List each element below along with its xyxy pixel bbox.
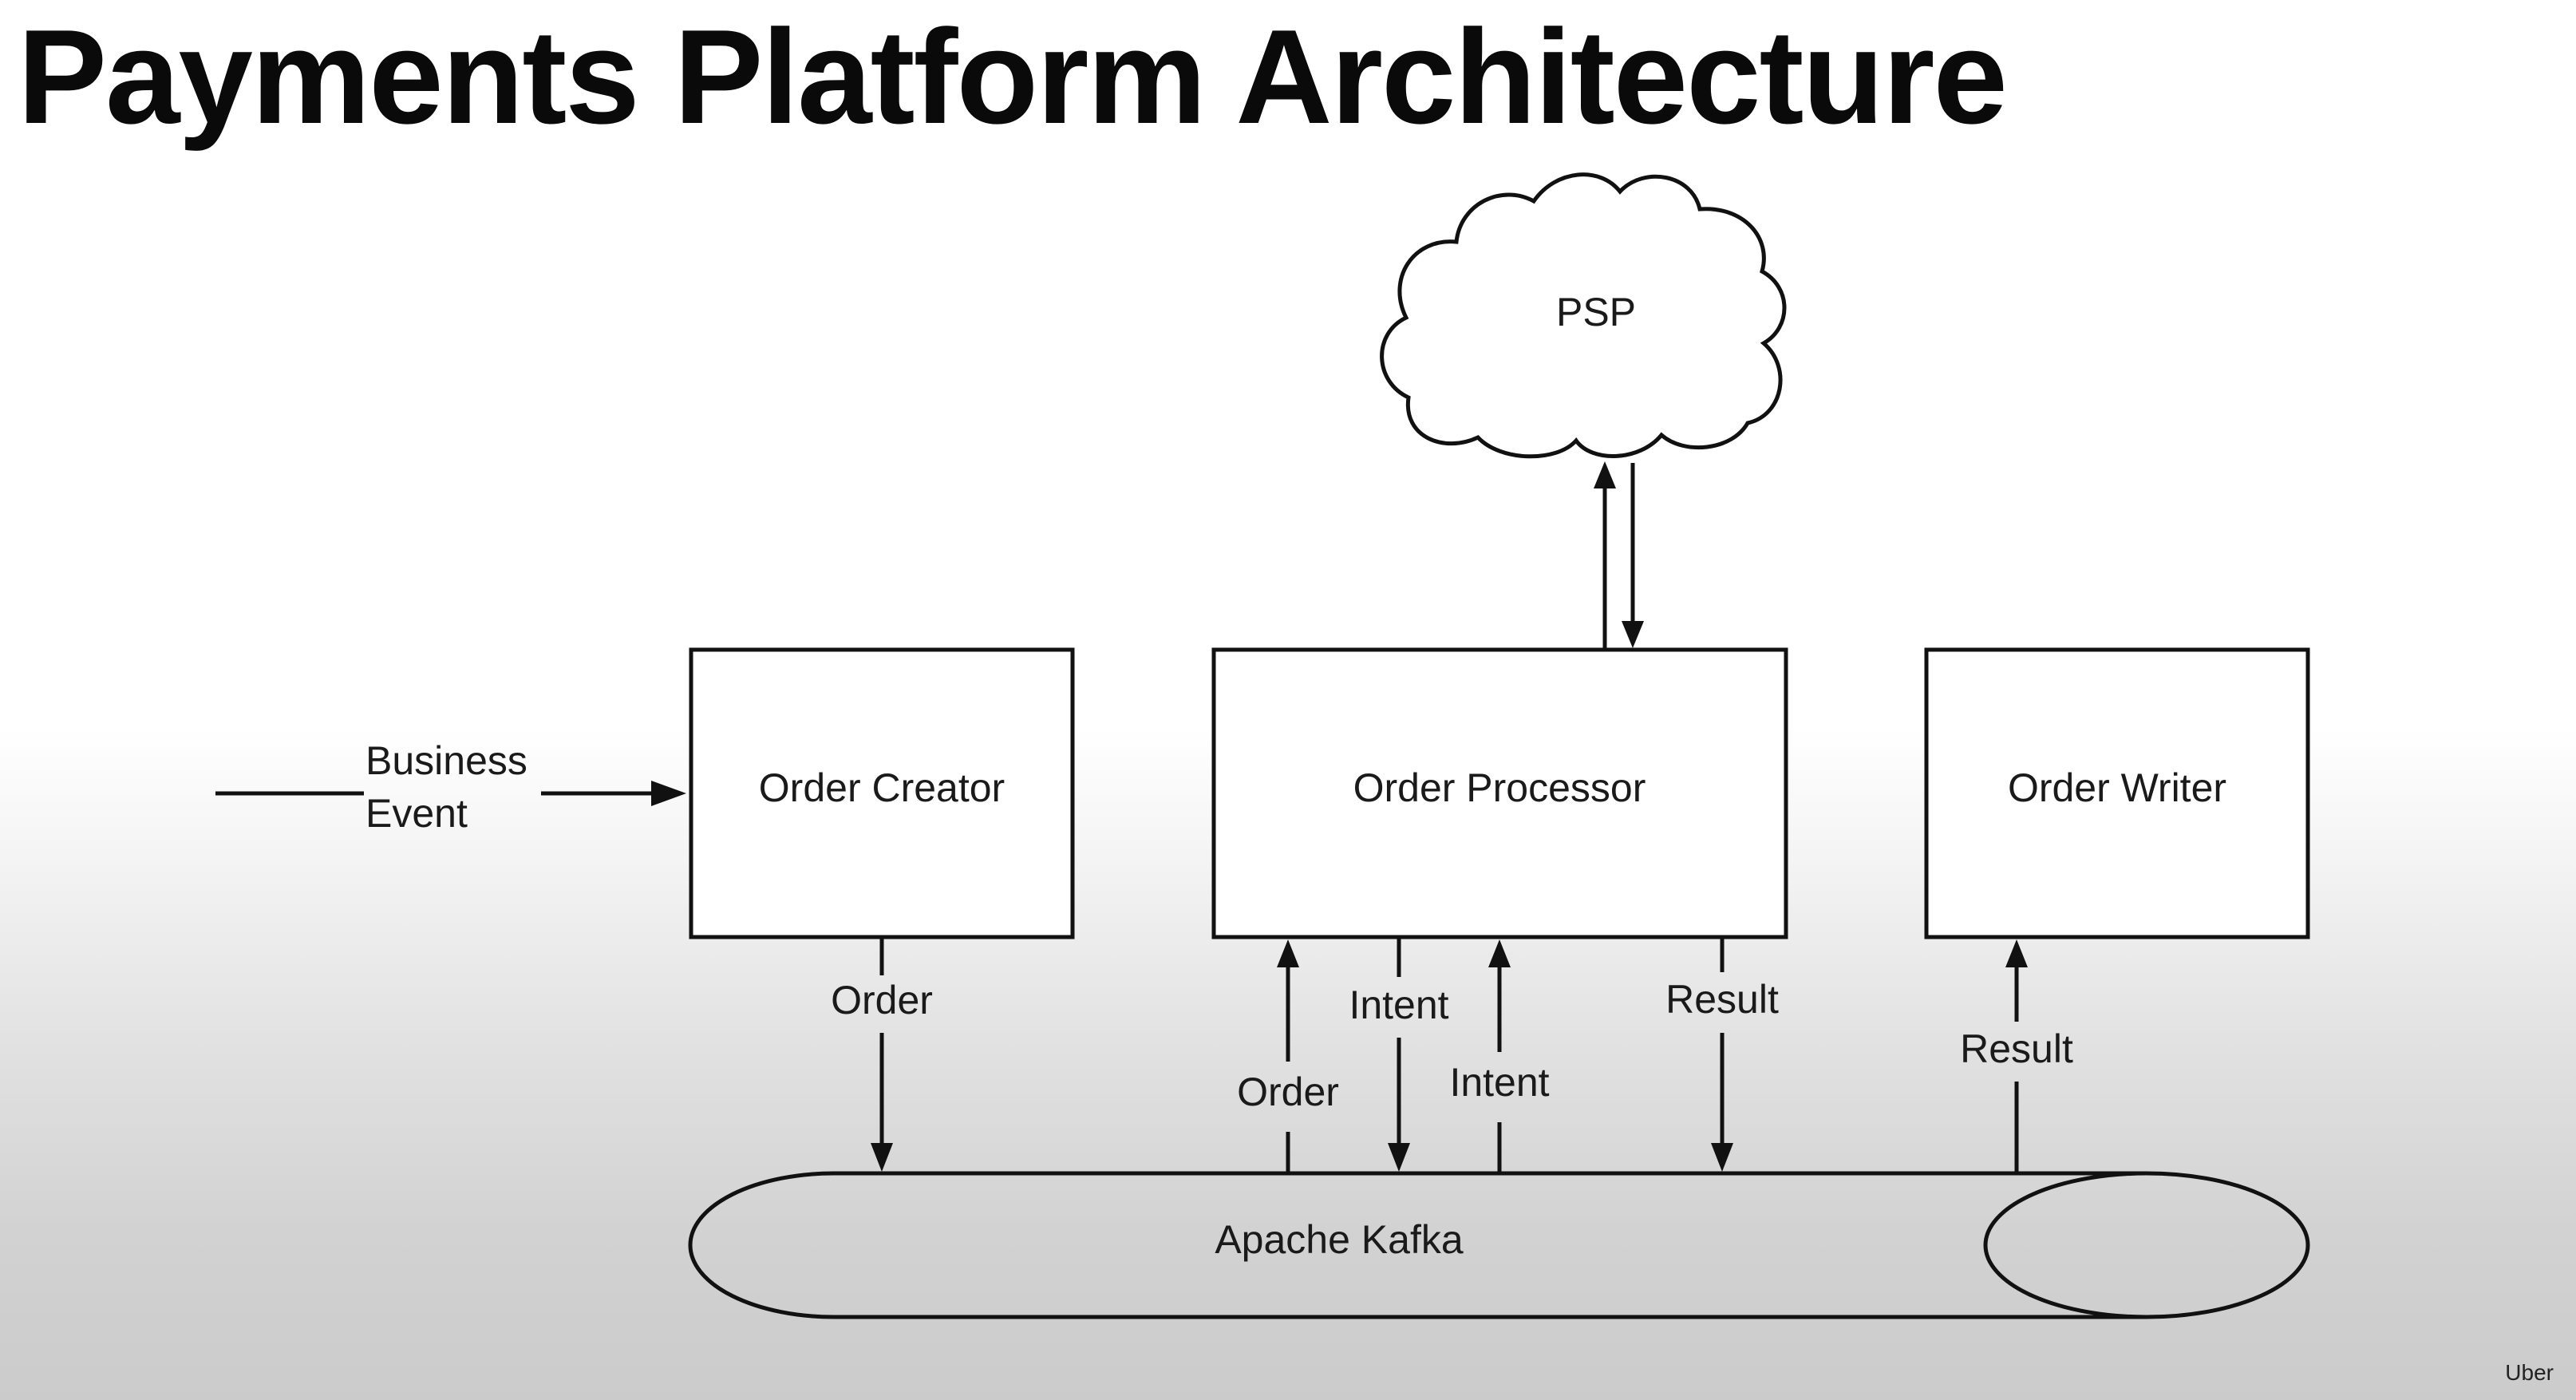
apache-kafka-cylinder: Apache Kafka — [688, 1171, 2310, 1319]
edge-label-intent-in: Intent — [1449, 1060, 1549, 1105]
order-writer-label: Order Writer — [2008, 765, 2226, 810]
arrow-into-order-creator — [651, 781, 686, 806]
edge-creator-to-kafka: Order — [831, 938, 933, 1172]
arrow-down-result — [1711, 1143, 1733, 1172]
kafka-cylinder-end — [1983, 1171, 2310, 1319]
edge-label-result-out: Result — [1665, 977, 1779, 1022]
order-writer-box: Order Writer — [1924, 647, 2310, 939]
edge-label-order-creator: Order — [831, 978, 933, 1022]
edge-label-intent-out: Intent — [1349, 983, 1448, 1027]
psp-cloud: PSP — [1380, 172, 1787, 459]
edge-kafka-to-processor-intent: Intent — [1449, 939, 1550, 1173]
arrow-up-result — [2005, 939, 2028, 967]
order-creator-label: Order Creator — [759, 765, 1005, 810]
slide-title: Payments Platform Architecture — [18, 2, 2008, 152]
brand-watermark: Uber — [2505, 1360, 2554, 1385]
processor-psp-arrows — [1594, 461, 1644, 649]
arrow-down-intent — [1388, 1143, 1410, 1172]
business-event-label-line1: Business — [365, 738, 527, 783]
order-processor-label: Order Processor — [1353, 765, 1646, 810]
edge-label-order-processor-in: Order — [1237, 1070, 1339, 1114]
arrow-up-to-processor-order — [1277, 939, 1299, 967]
business-event-label-line2: Event — [365, 791, 468, 836]
arrow-down-to-kafka — [871, 1143, 893, 1172]
arrow-up-intent — [1488, 939, 1511, 967]
edge-kafka-to-writer-result: Result — [1960, 939, 2073, 1173]
order-processor-box: Order Processor — [1211, 647, 1788, 939]
edge-processor-to-kafka-result: Result — [1665, 938, 1779, 1172]
edge-label-result-in: Result — [1960, 1026, 2073, 1071]
edge-kafka-to-processor-order: Order — [1237, 939, 1339, 1173]
psp-label: PSP — [1556, 290, 1636, 334]
business-event-input: Business Event — [215, 738, 686, 836]
apache-kafka-label: Apache Kafka — [1215, 1217, 1464, 1262]
arrow-up-to-psp — [1594, 461, 1616, 488]
edge-processor-to-kafka-intent: Intent — [1349, 938, 1449, 1172]
arrow-down-from-psp — [1622, 621, 1644, 648]
order-creator-box: Order Creator — [689, 647, 1075, 939]
